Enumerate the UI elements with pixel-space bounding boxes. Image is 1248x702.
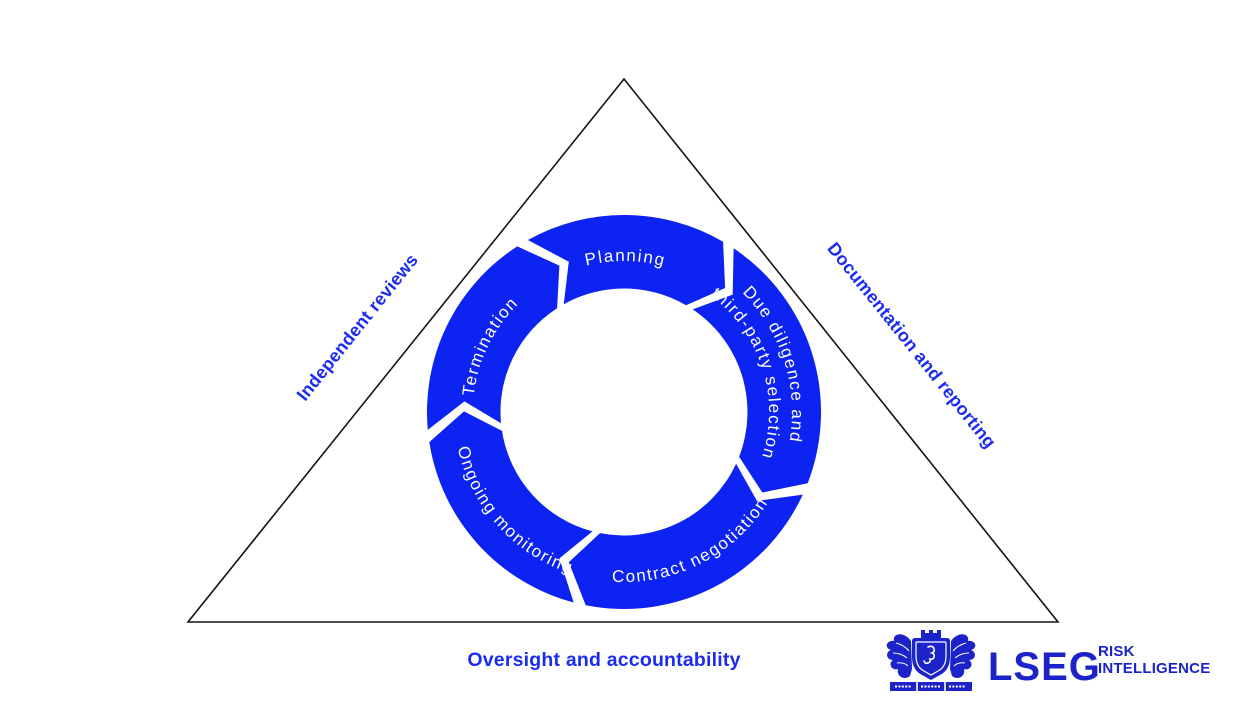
ring-segment-planning: [527, 214, 726, 306]
lseg-crest-icon: [886, 630, 976, 691]
label-independent-reviews: Independent reviews: [293, 250, 422, 404]
ring-segment-ongoing-monitoring: [429, 411, 593, 603]
label-oversight-accountability: Oversight and accountability: [467, 649, 740, 671]
lseg-product-intelligence: INTELLIGENCE: [1098, 660, 1210, 677]
label-documentation-reporting: Documentation and reporting: [823, 239, 1000, 452]
lseg-product-risk: RISK: [1098, 643, 1135, 660]
lseg-wordmark: LSEG: [988, 645, 1101, 689]
ring-segment-termination: [426, 246, 560, 430]
ring-segment-contract-negotiation: [568, 463, 803, 609]
ring-segment-due-diligence: [692, 248, 822, 493]
triangle-outline: [186, 77, 1060, 623]
